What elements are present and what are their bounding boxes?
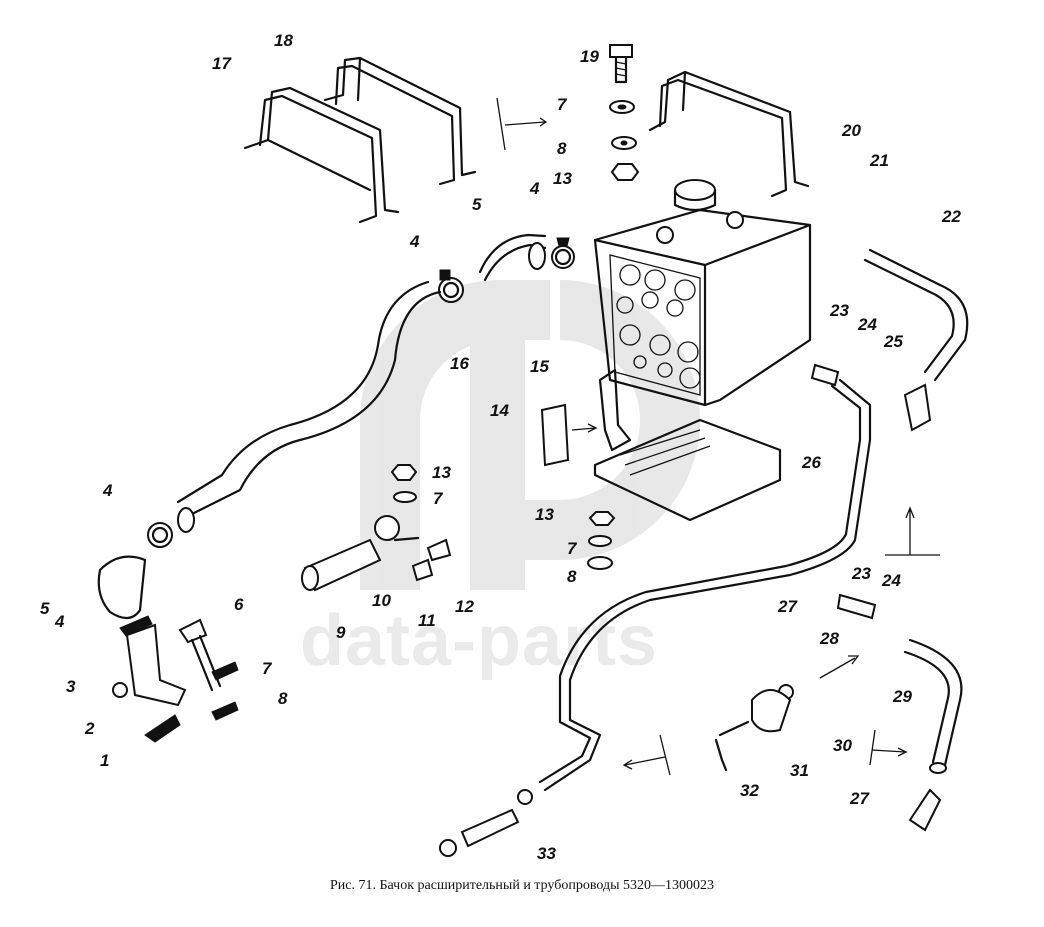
callout-7: 7 — [262, 659, 272, 678]
figure-caption: Рис. 71. Бачок расширительный и трубопро… — [330, 878, 714, 893]
callout-27: 27 — [850, 789, 869, 808]
callout-6: 6 — [234, 595, 244, 614]
callout-10: 10 — [372, 591, 391, 610]
coolant-pipe-16 — [176, 280, 442, 533]
callout-23: 23 — [852, 564, 871, 583]
callout-15: 15 — [530, 357, 549, 376]
callout-4: 4 — [410, 232, 420, 251]
callout-21: 21 — [870, 151, 889, 170]
callout-7: 7 — [433, 489, 443, 508]
callout-25: 25 — [884, 332, 903, 351]
callout-26: 26 — [802, 453, 821, 472]
callout-2: 2 — [85, 719, 95, 738]
callout-7: 7 — [567, 539, 577, 558]
callout-1: 1 — [100, 751, 110, 770]
callout-16: 16 — [450, 354, 469, 373]
callout-28: 28 — [820, 629, 839, 648]
callout-33: 33 — [537, 844, 556, 863]
callout-4: 4 — [103, 481, 113, 500]
callout-4: 4 — [55, 612, 65, 631]
bracket-20 — [648, 70, 810, 198]
callout-13: 13 — [535, 505, 554, 524]
expansion-tank-21 — [593, 179, 812, 407]
callout-7: 7 — [557, 95, 567, 114]
callout-8: 8 — [557, 139, 567, 158]
callout-23: 23 — [830, 301, 849, 320]
callout-5: 5 — [40, 599, 50, 618]
bracket-17 — [243, 86, 400, 224]
mounting-plate-15 — [593, 368, 782, 522]
callout-20: 20 — [842, 121, 861, 140]
callout-32: 32 — [740, 781, 759, 800]
callout-19: 19 — [580, 47, 599, 66]
callout-9: 9 — [336, 623, 346, 642]
callout-31: 31 — [790, 761, 809, 780]
callout-4: 4 — [530, 179, 540, 198]
callout-29: 29 — [893, 687, 912, 706]
bolt-19 — [609, 44, 633, 84]
watermark-text: data-parts — [300, 601, 659, 681]
callout-27: 27 — [778, 597, 797, 616]
callout-13: 13 — [553, 169, 572, 188]
callout-13: 13 — [432, 463, 451, 482]
callout-12: 12 — [455, 597, 474, 616]
callout-30: 30 — [833, 736, 852, 755]
callout-8: 8 — [567, 567, 577, 586]
callout-3: 3 — [66, 677, 76, 696]
callout-18: 18 — [274, 31, 293, 50]
callout-24: 24 — [858, 315, 877, 334]
callout-22: 22 — [942, 207, 961, 226]
callout-5: 5 — [472, 195, 482, 214]
callout-11: 11 — [418, 611, 436, 630]
tube-26 — [538, 378, 872, 792]
bracket-18 — [323, 56, 477, 186]
callout-14: 14 — [490, 401, 509, 420]
callout-24: 24 — [882, 571, 901, 590]
callout-17: 17 — [212, 54, 231, 73]
callout-8: 8 — [278, 689, 288, 708]
